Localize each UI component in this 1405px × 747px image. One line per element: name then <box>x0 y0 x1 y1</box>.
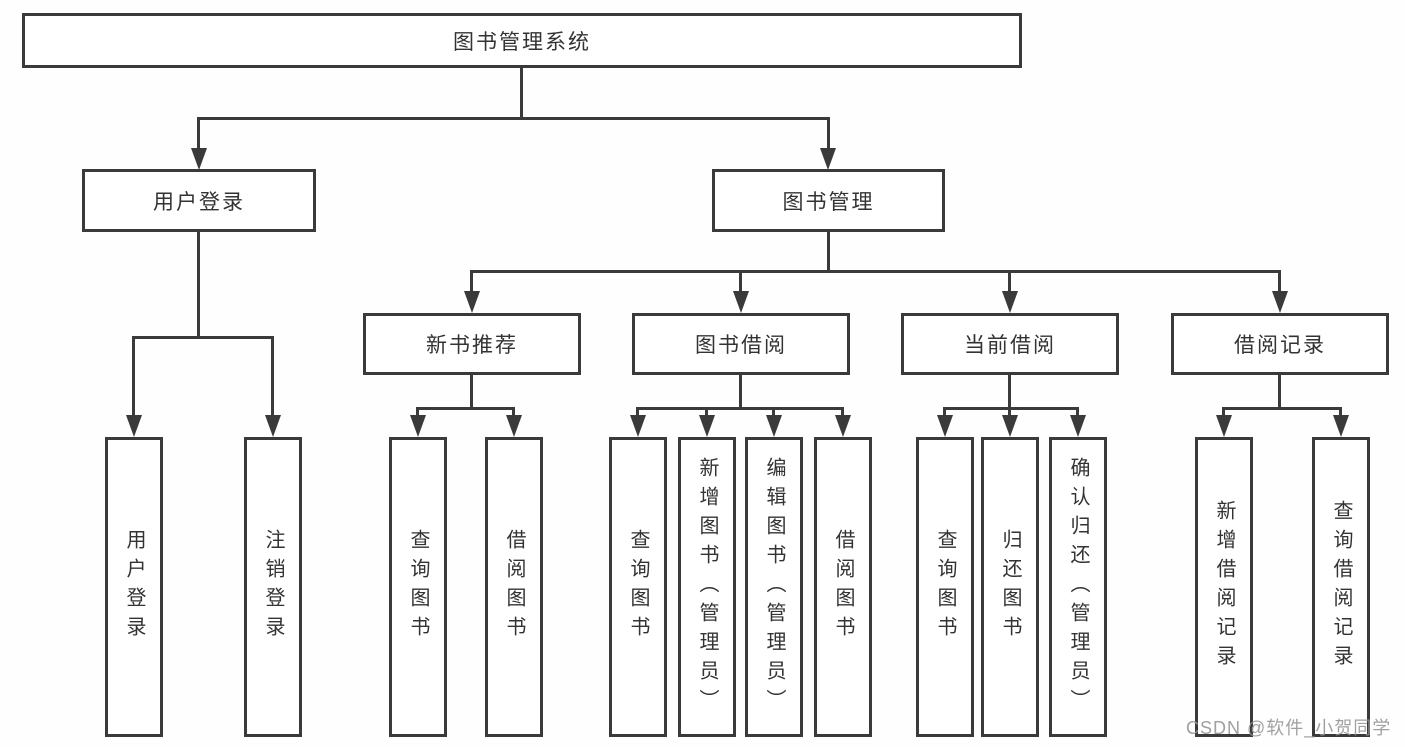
arrow-down-icon <box>820 148 836 170</box>
leaf-logout: 注销登录 <box>244 437 302 737</box>
arrow-down-icon <box>630 415 646 437</box>
arrow-down-icon <box>699 415 715 437</box>
leaf-edit-books-admin: 编辑图书（管理员） <box>745 437 803 737</box>
leaf-edit-books-admin-label: 编辑图书（管理员） <box>763 456 785 718</box>
csdn-watermark: CSDN @软件_小贺同学 <box>1186 718 1392 738</box>
connector-line <box>1076 407 1079 418</box>
connector-line <box>416 407 515 410</box>
connector-line <box>827 117 830 150</box>
arrow-down-icon <box>1070 415 1086 437</box>
node-book-management-label: 图书管理 <box>782 190 875 214</box>
connector-line <box>197 117 200 150</box>
node-book-borrow: 图书借阅 <box>632 313 850 375</box>
node-book-borrow-label: 图书借阅 <box>695 334 787 357</box>
connector-line <box>1222 407 1225 418</box>
connector-line <box>636 407 639 418</box>
arrow-down-icon <box>1272 291 1288 313</box>
arrow-down-icon <box>1216 415 1232 437</box>
node-user-login: 用户登录 <box>82 169 316 232</box>
connector-line <box>1278 374 1281 409</box>
connector-line <box>827 231 830 272</box>
connector-line <box>1008 407 1011 418</box>
leaf-user-login: 用户登录 <box>105 437 163 737</box>
leaf-query-books-recommend: 查询图书 <box>389 437 447 737</box>
node-root: 图书管理系统 <box>22 13 1022 68</box>
leaf-query-books-borrow-label: 查询图书 <box>627 529 649 645</box>
connector-line <box>520 66 523 119</box>
leaf-add-books-admin: 新增图书（管理员） <box>678 437 736 737</box>
connector-line <box>1008 374 1011 409</box>
connector-line <box>132 336 274 339</box>
connector-line <box>470 270 473 294</box>
leaf-return-books: 归还图书 <box>981 437 1039 737</box>
node-new-book-recommend: 新书推荐 <box>363 313 581 375</box>
leaf-user-login-label: 用户登录 <box>123 529 145 645</box>
leaf-return-books-label: 归还图书 <box>999 529 1021 645</box>
leaf-borrow-books-label: 借阅图书 <box>832 529 854 645</box>
arrow-down-icon <box>410 415 426 437</box>
connector-line <box>1008 270 1011 294</box>
connector-line <box>416 407 419 418</box>
connector-line <box>1339 407 1342 418</box>
connector-line <box>1222 407 1342 410</box>
connector-line <box>132 336 135 417</box>
leaf-confirm-return-admin-label: 确认归还（管理员） <box>1067 456 1089 718</box>
leaf-query-borrow-record-label: 查询借阅记录 <box>1330 500 1352 674</box>
leaf-borrow-books-recommend: 借阅图书 <box>485 437 543 737</box>
leaf-query-books-borrow: 查询图书 <box>609 437 667 737</box>
leaf-query-books-current-label: 查询图书 <box>934 529 956 645</box>
connector-line <box>271 336 274 417</box>
connector-line <box>772 407 775 418</box>
arrow-down-icon <box>265 415 281 437</box>
arrow-down-icon <box>1333 415 1349 437</box>
leaf-confirm-return-admin: 确认归还（管理员） <box>1049 437 1107 737</box>
node-current-borrow: 当前借阅 <box>901 313 1119 375</box>
arrow-down-icon <box>835 415 851 437</box>
connector-line <box>841 407 844 418</box>
arrow-down-icon <box>126 415 142 437</box>
node-root-label: 图书管理系统 <box>453 30 591 54</box>
connector-line <box>1278 270 1281 294</box>
node-new-book-recommend-label: 新书推荐 <box>426 334 518 357</box>
leaf-logout-label: 注销登录 <box>262 529 284 645</box>
node-user-login-label: 用户登录 <box>153 190 245 214</box>
connector-line <box>739 374 742 409</box>
connector-line <box>705 407 708 418</box>
node-borrow-records-label: 借阅记录 <box>1234 334 1326 357</box>
connector-line <box>470 374 473 409</box>
connector-line <box>197 230 200 337</box>
arrow-down-icon <box>937 415 953 437</box>
node-borrow-records: 借阅记录 <box>1171 313 1389 375</box>
node-current-borrow-label: 当前借阅 <box>964 334 1056 357</box>
connector-line <box>739 270 742 294</box>
connector-line <box>197 117 830 120</box>
leaf-add-borrow-record-label: 新增借阅记录 <box>1213 500 1235 674</box>
connector-line <box>943 407 946 418</box>
connector-line <box>636 407 844 410</box>
arrow-down-icon <box>506 415 522 437</box>
arrow-down-icon <box>1002 415 1018 437</box>
leaf-add-borrow-record: 新增借阅记录 <box>1195 437 1253 737</box>
leaf-query-books-recommend-label: 查询图书 <box>407 529 429 645</box>
arrow-down-icon <box>766 415 782 437</box>
connector-line <box>943 407 1079 410</box>
arrow-down-icon <box>464 291 480 313</box>
leaf-borrow-books-recommend-label: 借阅图书 <box>503 529 525 645</box>
leaf-add-books-admin-label: 新增图书（管理员） <box>696 456 718 718</box>
connector-line <box>470 270 1280 273</box>
connector-line <box>512 407 515 418</box>
node-book-management: 图书管理 <box>712 169 945 232</box>
leaf-borrow-books: 借阅图书 <box>814 437 872 737</box>
leaf-query-borrow-record: 查询借阅记录 <box>1312 437 1370 737</box>
leaf-query-books-current: 查询图书 <box>916 437 974 737</box>
arrow-down-icon <box>191 148 207 170</box>
arrow-down-icon <box>733 291 749 313</box>
arrow-down-icon <box>1002 291 1018 313</box>
